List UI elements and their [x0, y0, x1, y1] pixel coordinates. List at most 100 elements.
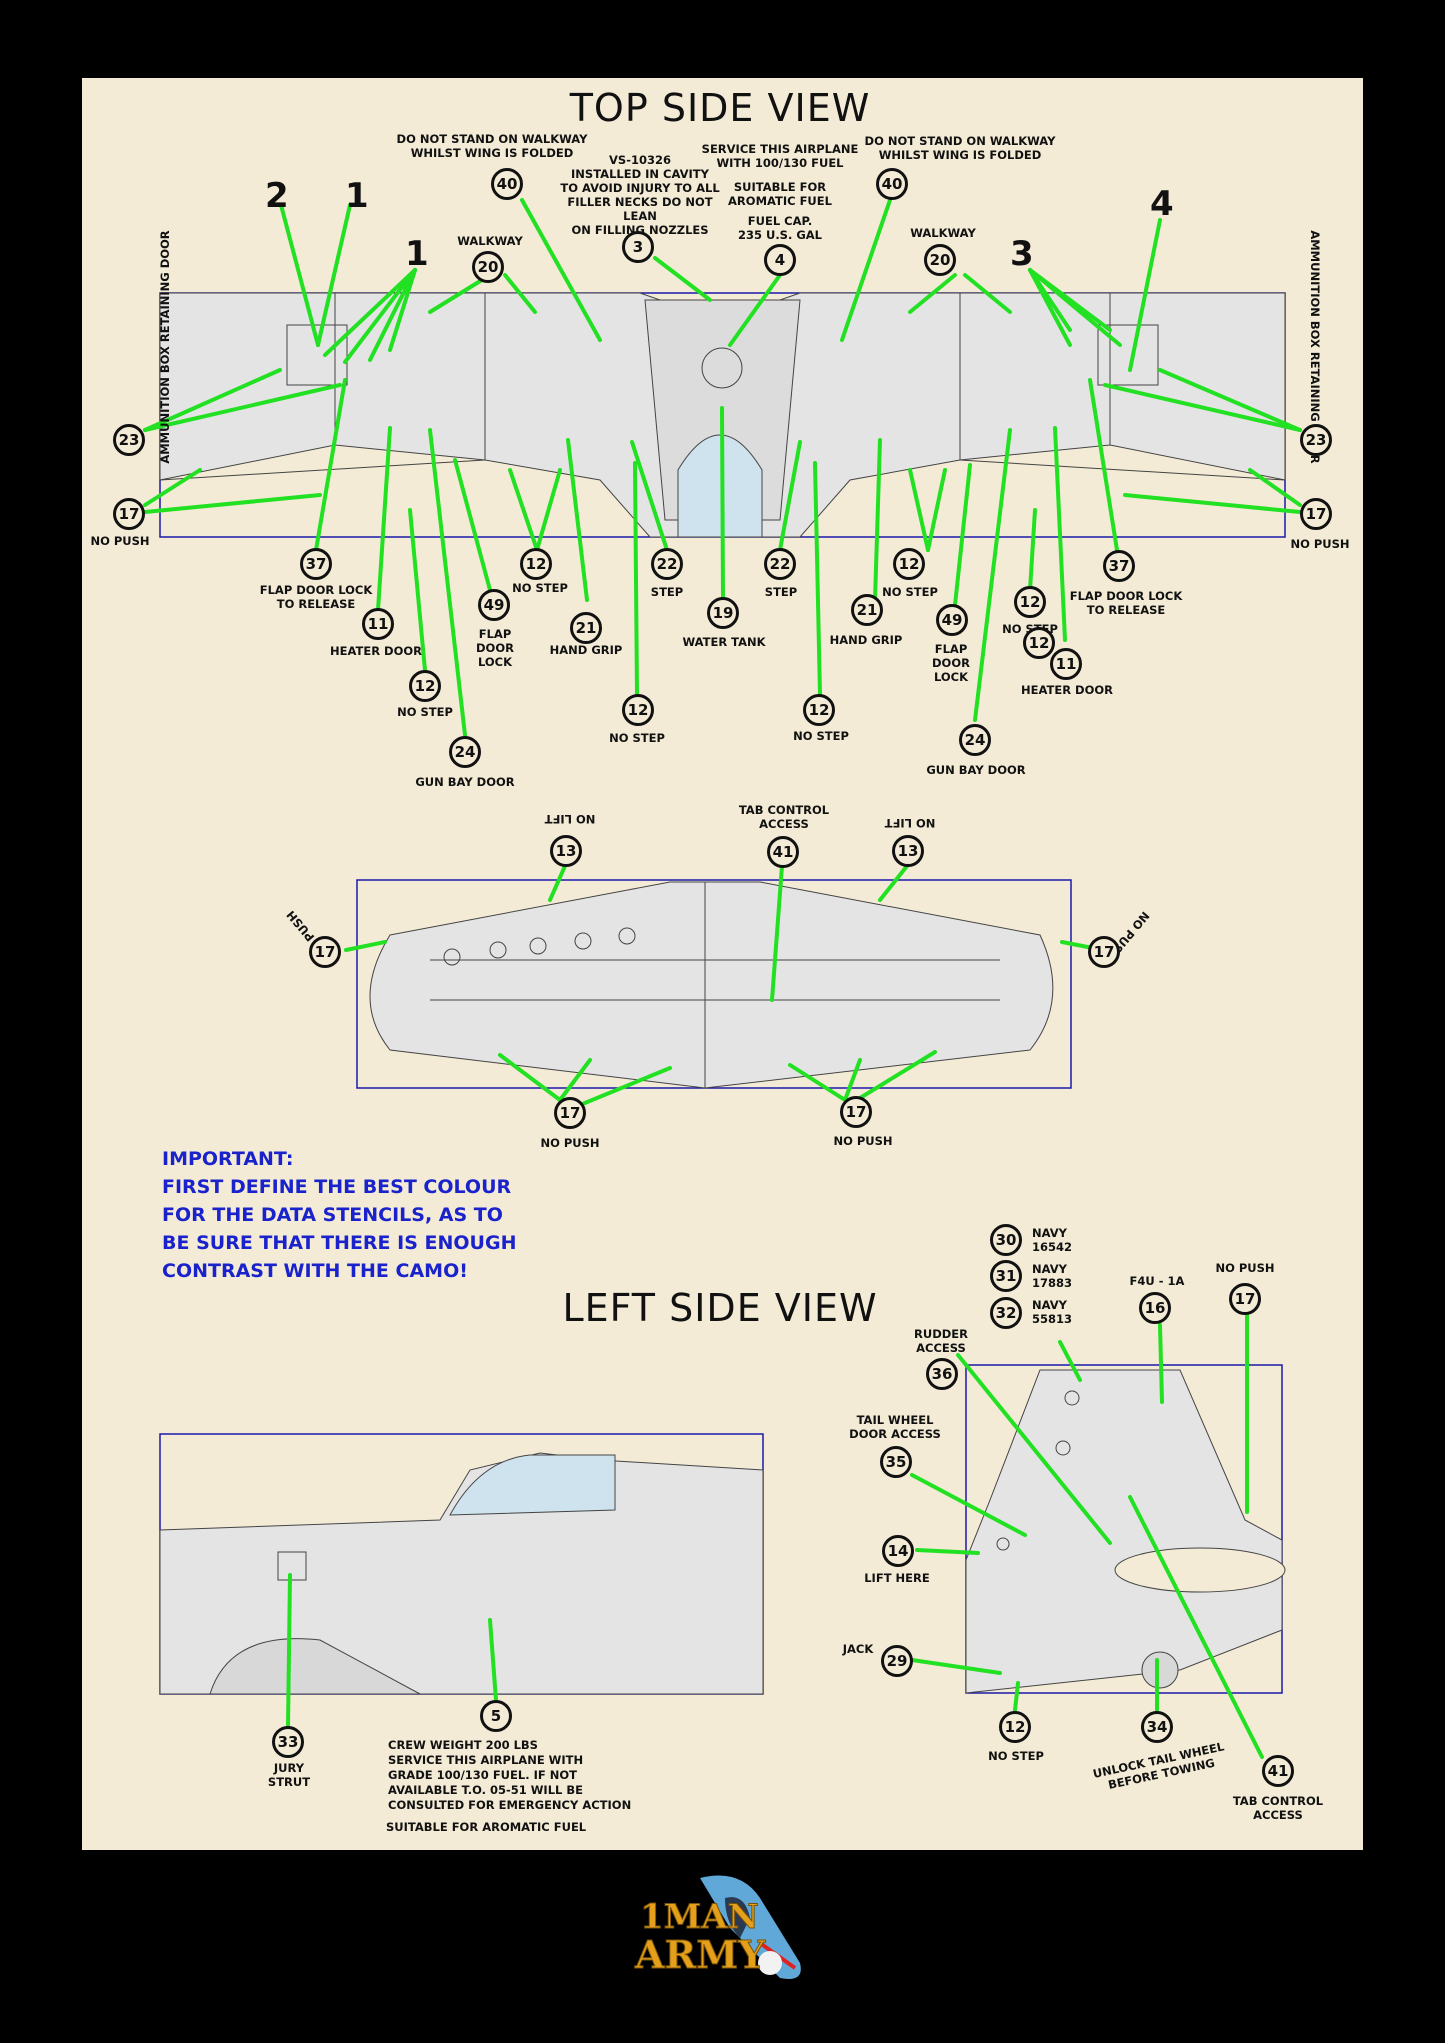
callout: 41 — [767, 836, 799, 868]
tail-wheel-door-label: TAIL WHEEL DOOR ACCESS — [849, 1413, 941, 1441]
callout: 12 — [1023, 627, 1055, 659]
callout: 17 — [309, 936, 341, 968]
no-push-label: NO PUSH — [1215, 1261, 1275, 1275]
callout: 24 — [959, 724, 991, 756]
callout: 12 — [1014, 586, 1046, 618]
heater-door-label: HEATER DOOR — [330, 644, 422, 658]
f4u-label: F4U - 1A — [1129, 1274, 1185, 1288]
fuel-cap-note: FUEL CAP. 235 U.S. GAL — [737, 214, 823, 242]
aromatic-note: SUITABLE FOR AROMATIC FUEL — [728, 180, 832, 208]
no-step-label: NO STEP — [512, 581, 568, 595]
flap-door-lock-label: FLAP DOOR LOCK TO RELEASE — [1069, 589, 1183, 617]
crew-note: CREW WEIGHT 200 LBS SERVICE THIS AIRPLAN… — [388, 1738, 632, 1812]
canopy-top — [677, 434, 763, 538]
callout: 29 — [881, 1645, 913, 1677]
flap-door-label: FLAP DOOR LOCK — [476, 627, 514, 669]
no-step-label: NO STEP — [397, 705, 453, 719]
tail-side-body — [965, 1369, 1283, 1694]
flap-door-label: FLAP DOOR LOCK — [932, 642, 970, 684]
big-number: 2 — [265, 176, 289, 216]
tab-control-label: TAB CONTROL ACCESS — [1232, 1794, 1324, 1822]
big-number: 4 — [1150, 184, 1174, 224]
callout: 22 — [651, 548, 683, 580]
callout: 12 — [520, 548, 552, 580]
no-step-label: NO STEP — [988, 1749, 1044, 1763]
no-lift-label: NO LIFT — [544, 812, 596, 826]
callout: 40 — [491, 168, 523, 200]
rudder-access-label: RUDDER ACCESS — [914, 1327, 968, 1355]
callout: 33 — [272, 1726, 304, 1758]
aromatic-fuel-note: SUITABLE FOR AROMATIC FUEL — [386, 1820, 587, 1834]
callout: 21 — [851, 594, 883, 626]
jury-strut-label: JURY STRUT — [267, 1761, 311, 1789]
callout: 37 — [1103, 550, 1135, 582]
svg-text:ARMY: ARMY — [634, 1932, 766, 1977]
callout: 17 — [1088, 936, 1120, 968]
vs-note: VS-10326 INSTALLED IN CAVITY TO AVOID IN… — [560, 153, 720, 237]
step-label: STEP — [650, 585, 684, 599]
step-label: STEP — [764, 585, 798, 599]
hand-grip-label: HAND GRIP — [549, 643, 623, 657]
no-step-label: NO STEP — [793, 729, 849, 743]
big-number: 3 — [1010, 234, 1034, 274]
navy-label: NAVY 16542 — [1032, 1226, 1073, 1254]
callout: 12 — [409, 670, 441, 702]
lift-here-label: LIFT HERE — [864, 1571, 930, 1585]
callout: 17 — [1229, 1283, 1261, 1315]
jack-label: JACK — [842, 1642, 874, 1656]
left-side-view — [159, 1364, 1286, 1695]
hand-grip-label: HAND GRIP — [829, 633, 903, 647]
big-number: 1 — [405, 234, 429, 274]
callout: 4 — [764, 244, 796, 276]
callout: 17 — [554, 1097, 586, 1129]
callout: 41 — [1262, 1755, 1294, 1787]
no-push-label: NO PUSH — [1290, 537, 1350, 551]
callout: 36 — [926, 1358, 958, 1390]
walkway-note-right: DO NOT STAND ON WALKWAY WHILST WING IS F… — [864, 134, 1056, 162]
callout: 17 — [113, 498, 145, 530]
tailplane — [369, 881, 1054, 1089]
no-step-label: NO STEP — [882, 585, 938, 599]
callout: 5 — [480, 1700, 512, 1732]
navy-label: NAVY 55813 — [1032, 1298, 1073, 1326]
heater-door-label: HEATER DOOR — [1021, 683, 1113, 697]
callout: 17 — [1300, 498, 1332, 530]
callout: 17 — [840, 1096, 872, 1128]
callout: 11 — [362, 608, 394, 640]
tail-view — [356, 879, 1072, 1089]
callout: 49 — [936, 604, 968, 636]
callout: 30 — [990, 1224, 1022, 1256]
no-step-label: NO STEP — [609, 731, 665, 745]
callout: 24 — [449, 736, 481, 768]
callout: 21 — [570, 612, 602, 644]
ammo-door-label-left: AMMUNITION BOX RETAINING DOOR — [158, 230, 172, 464]
walkway-label-left: WALKWAY — [457, 234, 523, 248]
flap-door-lock-label: FLAP DOOR LOCK TO RELEASE — [259, 583, 373, 611]
no-push-label: NO PUSH — [833, 1134, 893, 1148]
callout: 13 — [892, 835, 924, 867]
tab-control-label: TAB CONTROL ACCESS — [738, 803, 830, 831]
callout: 19 — [707, 597, 739, 629]
navy-label: NAVY 17883 — [1032, 1262, 1073, 1290]
callout: 22 — [764, 548, 796, 580]
callout: 3 — [622, 231, 654, 263]
big-number: 1 — [345, 176, 369, 216]
important-note: IMPORTANT: FIRST DEFINE THE BEST COLOUR … — [162, 1148, 517, 1282]
callout: 23 — [1300, 424, 1332, 456]
callout: 12 — [999, 1711, 1031, 1743]
brand-logo-icon: 1MAN ARMY — [634, 1875, 801, 1979]
tail-view-frame — [356, 879, 1072, 1089]
callout: 12 — [622, 694, 654, 726]
callout: 23 — [113, 424, 145, 456]
no-push-label: NO PUSH — [540, 1136, 600, 1150]
callout: 40 — [876, 168, 908, 200]
callout: 11 — [1050, 648, 1082, 680]
gun-bay-door-label: GUN BAY DOOR — [415, 775, 515, 789]
leader-lines — [143, 198, 1302, 1759]
walkway-note-left: DO NOT STAND ON WALKWAY WHILST WING IS F… — [396, 132, 588, 160]
service-note: SERVICE THIS AIRPLANE WITH 100/130 FUEL — [701, 142, 859, 170]
no-push-label: NO PUSH — [90, 534, 150, 548]
callout: 12 — [893, 548, 925, 580]
callout: 20 — [472, 251, 504, 283]
